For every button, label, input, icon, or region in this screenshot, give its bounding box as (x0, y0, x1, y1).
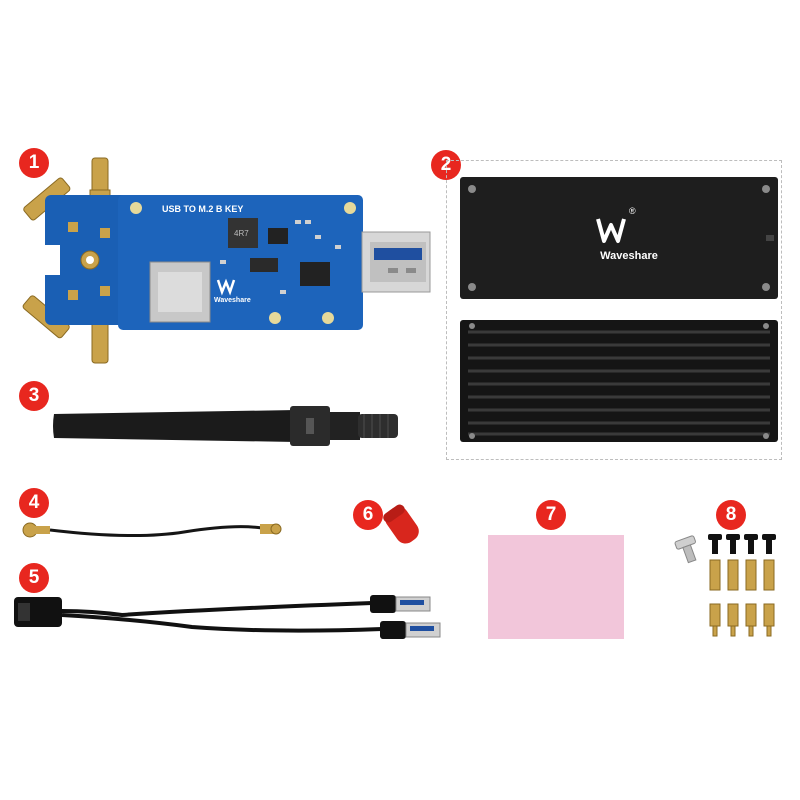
thermal-pad (488, 535, 624, 639)
item-number-badge-7: 7 (536, 500, 566, 530)
item-number-badge-1: 1 (19, 148, 49, 178)
case-dashed-frame (446, 160, 782, 460)
case-registered-mark: ® (629, 206, 636, 216)
pcb-brand-text: Waveshare (214, 297, 251, 304)
antenna (53, 406, 398, 446)
item-number-badge-3: 3 (19, 381, 49, 411)
item-number-badge-8: 8 (716, 500, 746, 530)
aluminium-case-heatsink (460, 320, 778, 442)
aluminium-case-lid (460, 177, 778, 299)
screws-and-standoffs (674, 534, 776, 637)
case-brand-text: Waveshare (600, 250, 658, 262)
item-number-badge-5: 5 (19, 563, 49, 593)
pcb-title-text: USB TO M.2 B KEY (162, 204, 243, 214)
item-number-badge-4: 4 (19, 488, 49, 518)
red-sma-cap (383, 504, 419, 544)
usb-to-m2-adapter-board: USB TO M.2 B KEY 4R7 Waveshare (22, 157, 431, 364)
item-number-badge-6: 6 (353, 500, 383, 530)
ufl-pigtail-cable (22, 522, 282, 538)
usb-y-cable (14, 595, 441, 639)
inductor-marking: 4R7 (234, 229, 249, 238)
